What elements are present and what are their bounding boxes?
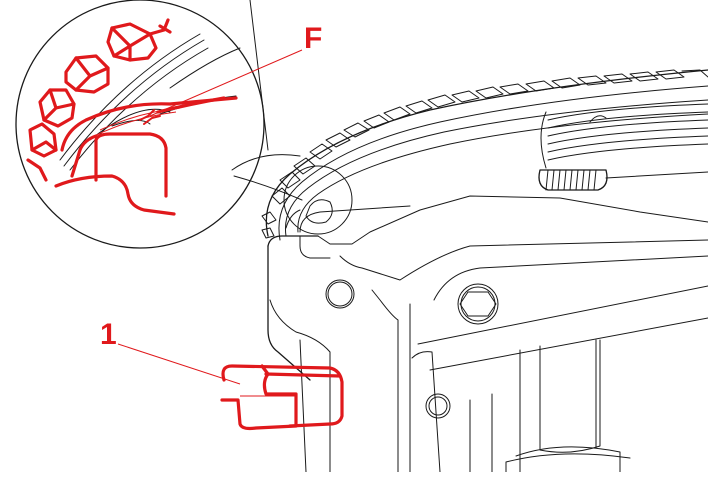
highlighted-block-1: [117, 343, 344, 431]
spring-assembly: [538, 103, 708, 191]
callout-f: F: [304, 22, 323, 55]
highlighted-teeth: [26, 18, 303, 216]
detail-location-circle: [283, 165, 353, 235]
gear-ring: [261, 69, 708, 241]
callout-1: 1: [100, 318, 117, 351]
housing-body: [249, 0, 708, 473]
